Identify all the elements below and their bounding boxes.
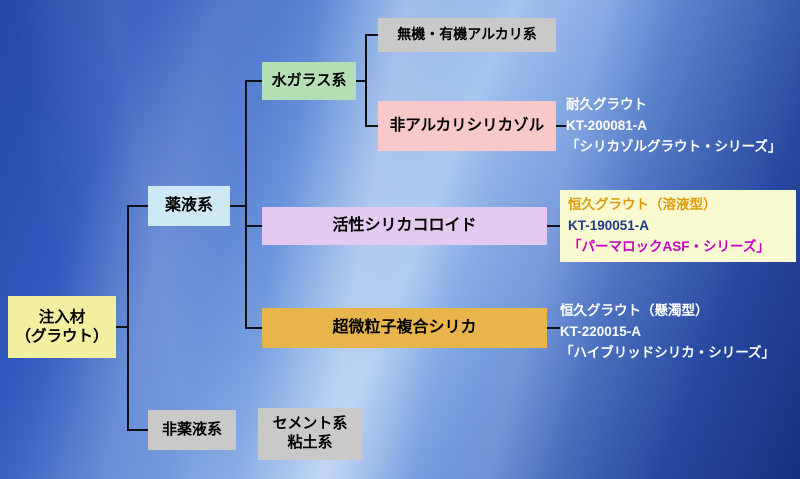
connector-level2-vertical: [245, 80, 247, 329]
node-water-glass: 水ガラス系: [262, 62, 356, 100]
inorganic-alkali-label: 無機・有機アルカリ系: [397, 26, 537, 43]
permanent-solution-series: 「パーマロックASF・シリーズ」: [568, 239, 770, 254]
active-silica-colloid-label: 活性シリカコロイド: [332, 217, 477, 234]
connector-root-stub: [116, 326, 128, 328]
permanent-suspension-code: KT-220015-A: [560, 324, 642, 339]
annotation-permanent-suspension: 恒久グラウト（懸濁型） KT-220015-A 「ハイブリッドシリカ・シリーズ」: [560, 300, 800, 363]
ultrafine-composite-silica-label: 超微粒子複合シリカ: [332, 319, 477, 336]
node-non-alkali-silica-sol: 非アルカリシリカゾル: [378, 101, 556, 151]
connector-to-non-chemical: [127, 429, 148, 431]
durable-grout-name: 耐久グラウト: [566, 97, 647, 112]
permanent-solution-code: KT-190051-A: [568, 218, 650, 233]
root-label-line2: （グラウト）: [15, 328, 109, 345]
connector-chemical-stub: [230, 205, 246, 207]
permanent-suspension-series: 「ハイブリッドシリカ・シリーズ」: [560, 345, 776, 360]
connector-to-non-alkali: [365, 125, 378, 127]
water-glass-label: 水ガラス系: [271, 71, 347, 89]
permanent-suspension-name: 恒久グラウト（懸濁型）: [560, 303, 709, 318]
node-ultrafine-composite-silica: 超微粒子複合シリカ: [262, 308, 547, 348]
connector-water-glass-stub: [356, 80, 366, 82]
permanent-solution-name: 恒久グラウト（溶液型）: [568, 197, 717, 212]
clay-label: 粘土系: [287, 434, 333, 451]
connector-to-suspension-note: [547, 327, 560, 329]
connector-to-chemical: [127, 205, 148, 207]
cement-label: セメント系: [272, 415, 348, 433]
node-non-chemical: 非薬液系: [148, 410, 236, 450]
node-root-grout: 注入材 （グラウト）: [8, 296, 116, 358]
node-active-silica-colloid: 活性シリカコロイド: [262, 207, 547, 245]
durable-grout-code: KT-200081-A: [566, 118, 648, 133]
node-chemical: 薬液系: [148, 186, 230, 226]
annotation-durable-grout: 耐久グラウト KT-200081-A 「シリカゾルグラウト・シリーズ」: [566, 94, 796, 157]
non-alkali-silica-sol-label: 非アルカリシリカゾル: [389, 117, 545, 135]
connector-level3-vertical: [365, 34, 367, 126]
connector-to-solution-note: [547, 225, 560, 227]
annotation-permanent-solution-box: 恒久グラウト（溶液型） KT-190051-A 「パーマロックASF・シリーズ」: [560, 190, 796, 262]
connector-to-colloid: [245, 225, 262, 227]
connector-to-alkali: [365, 34, 378, 36]
durable-grout-series: 「シリカゾルグラウト・シリーズ」: [566, 139, 782, 154]
connector-to-water-glass: [245, 80, 262, 82]
non-chemical-label: 非薬液系: [161, 420, 222, 438]
connector-to-durable-note: [556, 125, 566, 127]
connector-level1-vertical: [127, 205, 129, 431]
root-label-line1: 注入材: [38, 308, 86, 326]
node-inorganic-alkali: 無機・有機アルカリ系: [378, 18, 556, 52]
chemical-label: 薬液系: [164, 197, 213, 214]
connector-to-silica: [245, 327, 262, 329]
node-cement-clay: セメント系 粘土系: [258, 408, 362, 460]
